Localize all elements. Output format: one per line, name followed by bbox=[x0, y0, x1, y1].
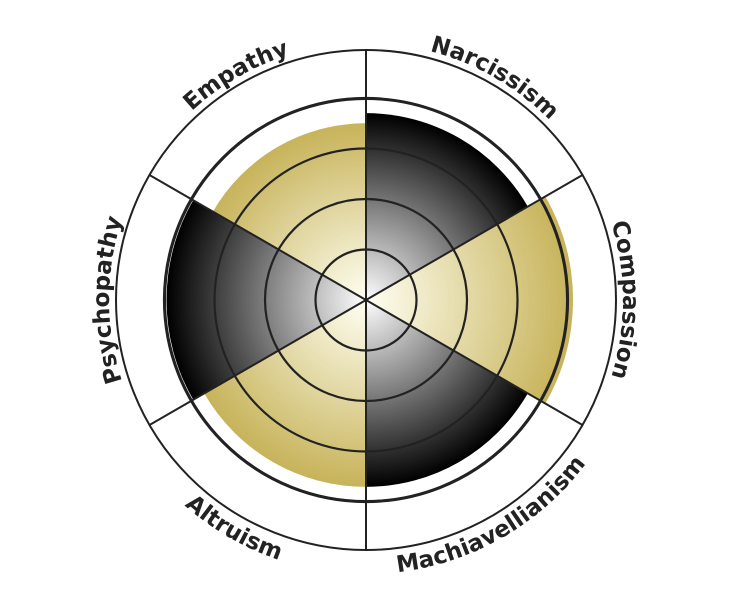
sector-machiavellianism bbox=[366, 300, 528, 487]
spoke bbox=[148, 174, 367, 301]
label-narcissism: Narcissism bbox=[428, 32, 564, 125]
sector-empathy bbox=[212, 123, 366, 300]
label-psychopathy: Psychopathy bbox=[89, 213, 128, 387]
sectors bbox=[166, 113, 574, 487]
spoke bbox=[148, 299, 367, 426]
sector-narcissism bbox=[366, 113, 528, 301]
sector-compassion bbox=[366, 196, 574, 404]
sector-altruism bbox=[204, 300, 366, 487]
grid bbox=[115, 49, 617, 551]
spoke bbox=[365, 299, 584, 426]
label-compassion: Compassion bbox=[606, 218, 643, 383]
label-altruism: Altruism bbox=[181, 490, 287, 566]
sector-psychopathy bbox=[166, 200, 366, 400]
label-empathy: Empathy bbox=[178, 36, 291, 116]
spoke bbox=[365, 174, 584, 301]
